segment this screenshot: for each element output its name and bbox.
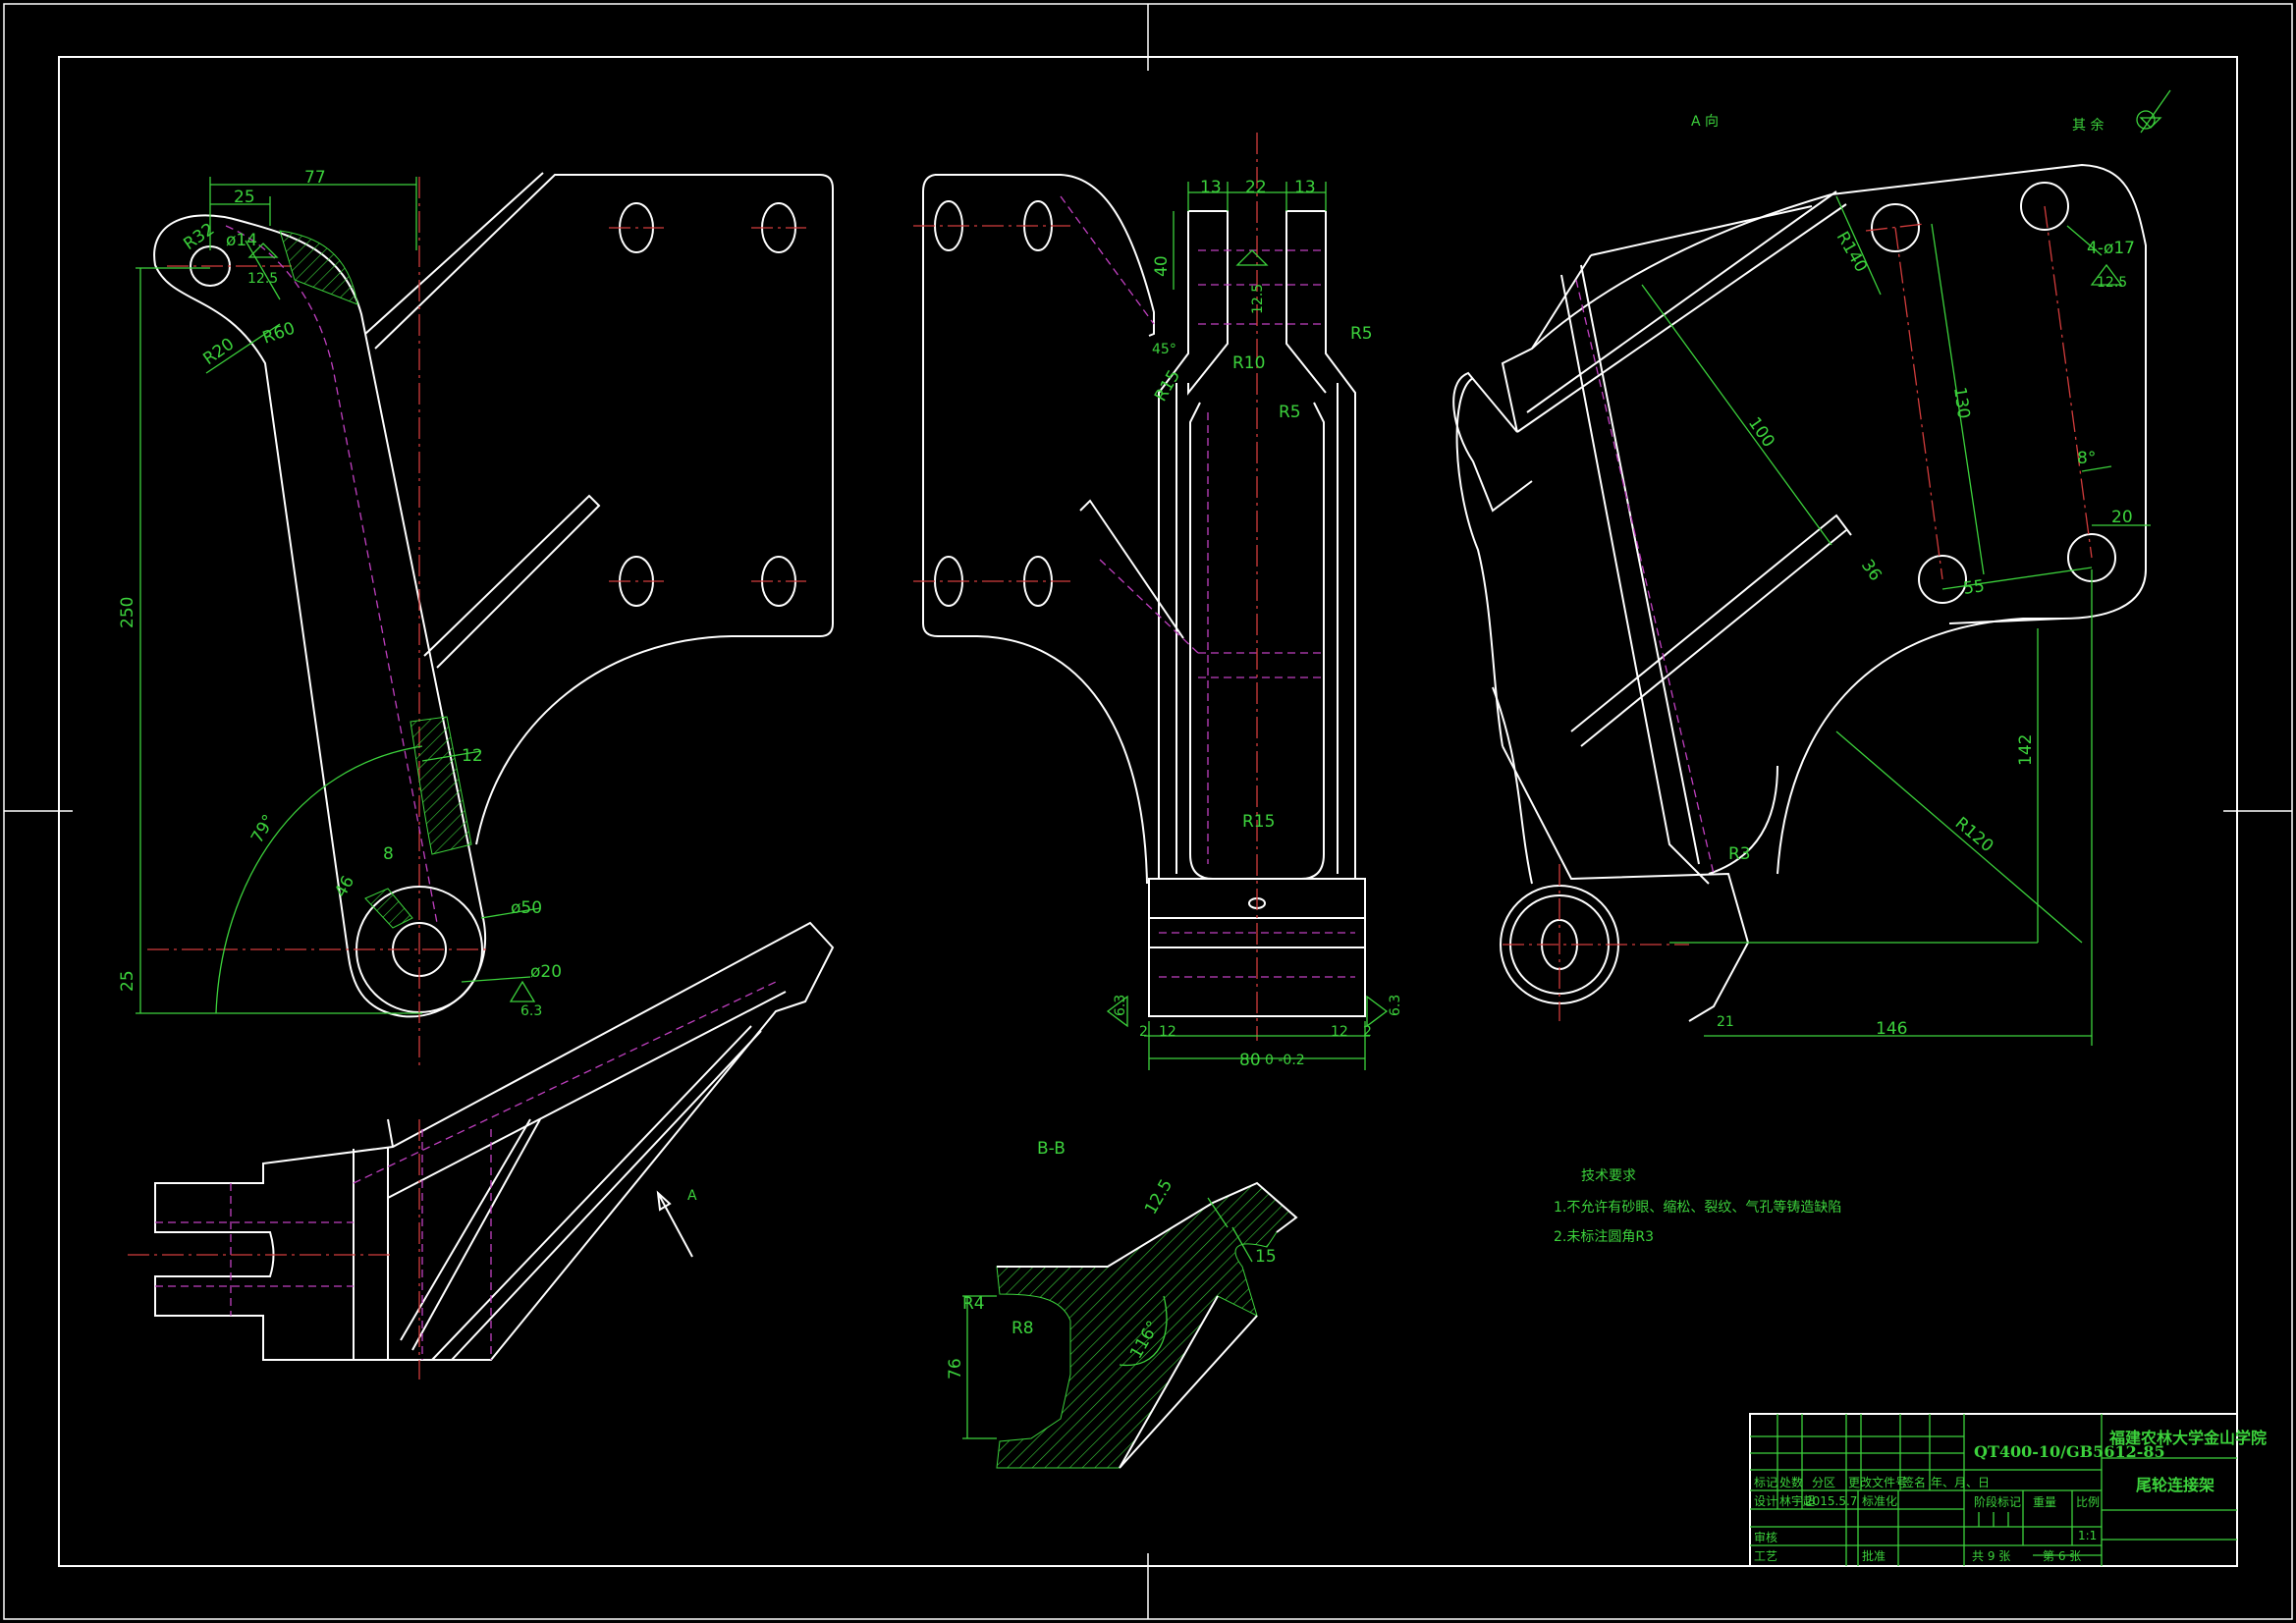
dim-80-tolerance: 0 -0.2 — [1265, 1053, 1305, 1068]
dim-phi20: ø20 — [530, 962, 562, 982]
dim-4-phi17: 4-ø17 — [2087, 239, 2135, 258]
tb-weight: 重量 — [2033, 1495, 2056, 1509]
dim-2-b: 2 — [1363, 1024, 1372, 1040]
tb-stage-mark: 阶段标记 — [1974, 1494, 2021, 1509]
tb-designer: 林宇超 — [1779, 1493, 1815, 1508]
dim-8: 8 — [383, 844, 394, 864]
dim-77: 77 — [304, 168, 326, 188]
tb-part-name: 尾轮连接架 — [2136, 1476, 2214, 1494]
dim-r15-a: R15 — [1151, 367, 1184, 406]
tb-col-change-doc: 更改文件号 — [1848, 1475, 1907, 1489]
view-a: A 向 其 余 R140 4-ø17 12.5 100 130 36 8° 20… — [1452, 89, 2171, 1046]
dim-phi14: ø14 — [226, 231, 257, 250]
dim-r15-b: R15 — [1242, 812, 1275, 832]
dim-40: 40 — [1152, 255, 1172, 277]
tb-process: 工艺 — [1754, 1549, 1777, 1563]
note-item-2: 2.未标注圆角R3 — [1554, 1229, 1654, 1245]
dim-r5-b: R5 — [1279, 403, 1301, 422]
tb-sheets-total: 共 9 张 — [1972, 1549, 2010, 1563]
dim-22: 22 — [1245, 178, 1267, 197]
dim-12-b: 12 — [1331, 1024, 1348, 1040]
dim-13-b: 13 — [1294, 178, 1316, 197]
roughness-12-5-b: 12.5 — [1250, 284, 1266, 314]
notes-heading: 技术要求 — [1581, 1168, 1636, 1184]
roughness-6-3-a: 6.3 — [520, 1003, 542, 1019]
tb-approve: 批准 — [1862, 1548, 1886, 1563]
dim-r5-a: R5 — [1350, 324, 1373, 344]
tb-scale: 1:1 — [2078, 1529, 2097, 1542]
tb-school: 福建农林大学金山学院 — [2108, 1429, 2267, 1447]
roughness-other-note: 其 余 — [2072, 117, 2104, 134]
dim-r8: R8 — [1011, 1319, 1034, 1338]
dim-21: 21 — [1717, 1014, 1734, 1030]
dim-250: 250 — [118, 597, 137, 628]
dim-146: 146 — [1876, 1019, 1907, 1039]
dim-2-a: 2 — [1139, 1024, 1148, 1040]
view-arrow-a-label: A — [687, 1188, 697, 1204]
tb-col-date: 年、月、日 — [1931, 1476, 1990, 1489]
view-a-title: A 向 — [1691, 114, 1719, 130]
dim-r10: R10 — [1232, 353, 1265, 373]
sheet-border — [3, 3, 2293, 1620]
dim-angle-8: 8° — [2077, 449, 2096, 468]
dim-130: 130 — [1949, 386, 1973, 420]
tb-col-mark: 标记 — [1754, 1476, 1777, 1489]
dim-r4: R4 — [962, 1294, 985, 1314]
dim-15: 15 — [1255, 1247, 1277, 1267]
top-view: A — [128, 921, 835, 1380]
dim-12: 12 — [462, 746, 483, 766]
dim-r140: R140 — [1832, 229, 1871, 276]
roughness-12-5-a: 12.5 — [247, 271, 278, 287]
dim-25-b: 25 — [118, 970, 137, 992]
tb-col-sign: 签名 — [1902, 1475, 1926, 1489]
dim-angle-45: 45° — [1152, 342, 1176, 357]
side-view: 13 22 13 40 12.5 45° R10 R5 R15 R5 R15 6… — [913, 133, 1403, 1070]
dim-phi50: ø50 — [511, 898, 542, 918]
dim-36: 36 — [1857, 556, 1886, 584]
tb-design-label: 设计 — [1754, 1494, 1777, 1508]
tb-sheet-number: 第 6 张 — [2043, 1549, 2081, 1563]
tb-standardize: 标准化 — [1862, 1494, 1897, 1508]
tb-scale-label: 比例 — [2076, 1495, 2100, 1509]
title-block: QT400-10/GB5612-85 福建农林大学金山学院 尾轮连接架 标记 处… — [1749, 1413, 2267, 1567]
dim-20: 20 — [2111, 508, 2133, 527]
dim-r3: R3 — [1728, 844, 1751, 864]
dim-r60: R60 — [260, 318, 298, 348]
tb-material: QT400-10/GB5612-85 — [1974, 1442, 2165, 1461]
dim-12-a: 12 — [1159, 1024, 1176, 1040]
roughness-12-5-d: 12.5 — [1141, 1176, 1176, 1218]
tb-review: 审核 — [1754, 1530, 1777, 1544]
roughness-6-3-right: 6.3 — [1388, 995, 1403, 1016]
dim-55: 55 — [1962, 576, 1986, 599]
roughness-12-5-c: 12.5 — [2097, 275, 2127, 291]
dim-142: 142 — [2016, 734, 2036, 766]
tb-date: 2015.5.7 — [1805, 1494, 1857, 1508]
note-item-1: 1.不允许有砂眼、缩松、裂纹、气孔等铸造缺陷 — [1554, 1199, 1841, 1216]
dim-25: 25 — [234, 188, 255, 207]
tb-col-count: 处数 — [1779, 1475, 1803, 1489]
roughness-6-3-left: 6.3 — [1113, 995, 1128, 1016]
section-b-b: B-B 12.5 15 R4 R8 116° 76 — [946, 1139, 1298, 1469]
dim-80: 80 — [1239, 1051, 1261, 1070]
dim-13-a: 13 — [1200, 178, 1222, 197]
dim-angle-79: 79° — [247, 811, 279, 846]
dim-76: 76 — [946, 1358, 965, 1380]
section-b-b-label: B-B — [1037, 1139, 1066, 1159]
tb-col-zone: 分区 — [1812, 1476, 1835, 1489]
front-view: 77 25 R32 ø14 12.5 R20 R60 250 25 12 79°… — [118, 168, 834, 1070]
technical-notes: 技术要求 1.不允许有砂眼、缩松、裂纹、气孔等铸造缺陷 2.未标注圆角R3 — [1554, 1168, 1841, 1245]
dim-46: 46 — [331, 873, 358, 901]
